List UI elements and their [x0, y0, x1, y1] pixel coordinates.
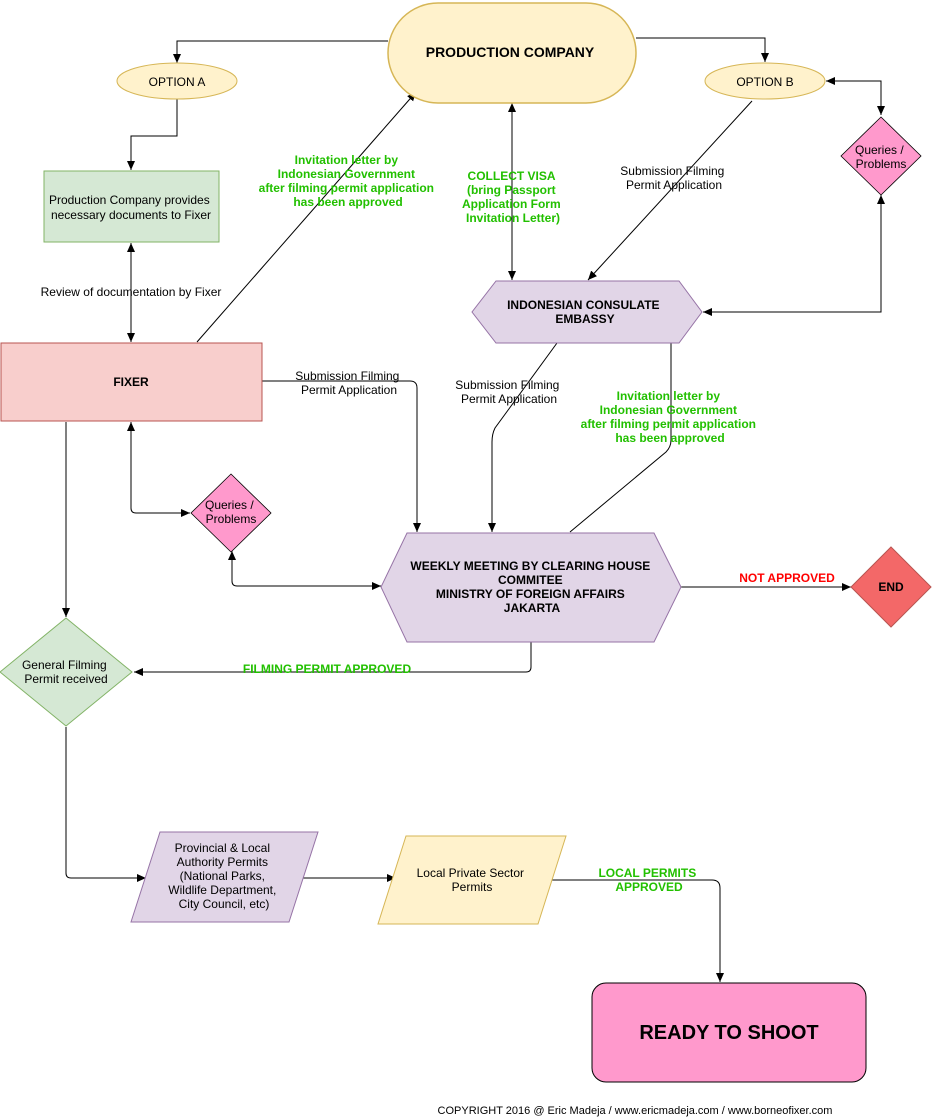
local-permits-approved-label: LOCAL PERMITS APPROVED: [598, 866, 699, 894]
edge-meeting-to-general: [134, 642, 532, 676]
edge-general-to-provincial: [65, 727, 146, 882]
fixer-node: [0, 342, 263, 422]
submission-consulate-label: Submission Filming Permit Application: [455, 378, 562, 406]
consulate-node: [471, 280, 703, 344]
consulate-label: INDONESIAN CONSULATE EMBASSY: [507, 298, 663, 326]
edge-queries-consulate: [703, 195, 885, 316]
invitation-left-label: Invitation letter by Indonesian Governme…: [259, 153, 438, 209]
weekly-meeting-label: WEEKLY MEETING BY CLEARING HOUSE COMMITE…: [410, 559, 653, 615]
edge-fixer-queries: [127, 422, 190, 517]
edges: [62, 37, 885, 982]
queries-right-label: Queries / Problems: [855, 143, 907, 171]
copyright-footer: COPYRIGHT 2016 @ Eric Madeja / www.ericm…: [438, 1105, 833, 1117]
edge-company-to-option-a: [173, 40, 388, 63]
queries-right-node: [840, 116, 922, 196]
filming-permit-approved-label: FILMING PERMIT APPROVED: [243, 662, 412, 676]
submission-fixer-label: Submission Filming Permit Application: [295, 369, 402, 397]
edge-consulate-to-meeting: [488, 342, 558, 532]
edge-fixer-to-company: [196, 91, 417, 343]
ready-to-shoot-label: READY TO SHOOT: [639, 1022, 818, 1044]
general-permit-node: [0, 617, 133, 727]
submission-option-b-label: Submission Filming Permit Application: [620, 164, 727, 192]
provides-docs-node: [43, 170, 220, 243]
not-approved-label: NOT APPROVED: [739, 571, 835, 585]
private-sector-node: [377, 835, 567, 925]
end-node: [850, 546, 932, 628]
private-sector-label: Local Private Sector Permits: [417, 866, 528, 894]
edge-meeting-to-consulate: [569, 330, 675, 533]
end-label: END: [878, 580, 904, 594]
edge-option-b-queries: [826, 77, 885, 115]
queries-left-node: [190, 473, 272, 553]
edge-option-a-to-docs: [127, 99, 178, 170]
production-company-label: PRODUCTION COMPANY: [426, 44, 595, 60]
fixer-label: FIXER: [113, 375, 149, 389]
provides-docs-label: Production Company provides necessary do…: [49, 193, 213, 222]
queries-left-label: Queries / Problems: [205, 498, 257, 526]
provincial-permits-label: Provincial & Local Authority Permits (Na…: [168, 841, 279, 911]
option-b-label: OPTION B: [736, 75, 793, 89]
edge-company-to-option-b: [636, 37, 769, 62]
option-a-node: [116, 62, 238, 100]
ready-to-shoot-node: [591, 982, 867, 1083]
collect-visa-label: COLLECT VISA (bring Passport Application…: [462, 169, 564, 225]
provincial-permits-node: [130, 831, 319, 923]
review-docs-label: Review of documentation by Fixer: [41, 285, 222, 299]
production-company-node: [387, 2, 637, 104]
weekly-meeting-node: [380, 532, 682, 643]
option-b-node: [704, 62, 826, 100]
edge-option-b-to-consulate: [587, 100, 753, 281]
general-permit-label: General Filming Permit received: [22, 658, 110, 686]
option-a-label: OPTION A: [149, 75, 206, 89]
invitation-right-label: Invitation letter by Indonesian Governme…: [581, 389, 760, 445]
edge-fixer-to-meeting: [262, 380, 421, 532]
edge-private-to-ready: [552, 879, 724, 982]
edge-queries-meeting: [228, 551, 381, 590]
